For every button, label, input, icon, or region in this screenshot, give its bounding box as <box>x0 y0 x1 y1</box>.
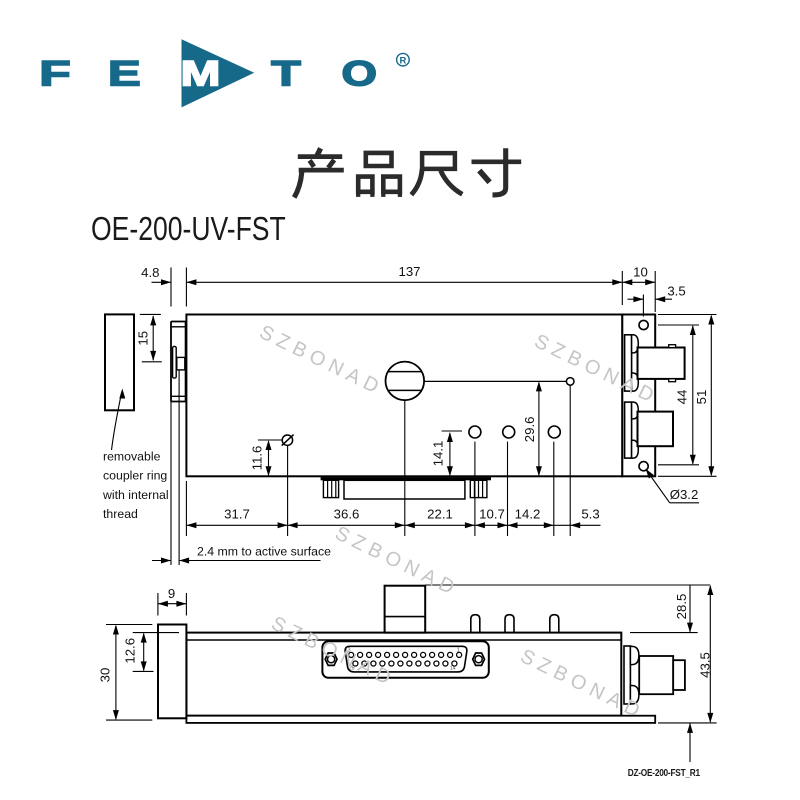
svg-text:14: 14 <box>450 666 456 672</box>
svg-text:E: E <box>108 54 141 93</box>
svg-text:13: 13 <box>345 648 351 654</box>
svg-text:OE-200-UV-FST: OE-200-UV-FST <box>91 211 286 247</box>
svg-text:25: 25 <box>349 666 355 672</box>
svg-text:with internal: with internal <box>102 488 169 502</box>
svg-text:M: M <box>181 54 221 93</box>
svg-text:10: 10 <box>633 265 648 280</box>
svg-text:DZ-OE-200-FST_R1: DZ-OE-200-FST_R1 <box>628 767 700 779</box>
svg-text:14.2: 14.2 <box>515 506 541 521</box>
svg-text:43.5: 43.5 <box>698 652 713 678</box>
svg-text:44: 44 <box>675 390 690 405</box>
svg-text:Ø3.2: Ø3.2 <box>670 487 699 502</box>
svg-text:5.3: 5.3 <box>581 506 599 521</box>
svg-text:9: 9 <box>168 586 175 601</box>
svg-text:15: 15 <box>136 331 151 346</box>
svg-text:removable: removable <box>103 450 161 464</box>
svg-text:29.6: 29.6 <box>522 417 537 443</box>
svg-text:30: 30 <box>98 668 113 683</box>
svg-text:51: 51 <box>694 390 709 405</box>
svg-text:3.5: 3.5 <box>667 284 685 299</box>
svg-text:137: 137 <box>398 264 420 279</box>
svg-text:11.6: 11.6 <box>250 446 265 471</box>
svg-text:14.1: 14.1 <box>431 441 446 467</box>
svg-text:28.5: 28.5 <box>674 594 689 620</box>
svg-text:T: T <box>271 54 301 93</box>
svg-text:12.6: 12.6 <box>123 638 138 664</box>
svg-text:22.1: 22.1 <box>427 506 453 521</box>
svg-text:10.7: 10.7 <box>479 506 505 521</box>
svg-text:1: 1 <box>457 648 460 654</box>
svg-text:O: O <box>342 53 377 93</box>
svg-text:31.7: 31.7 <box>224 506 250 521</box>
svg-text:36.6: 36.6 <box>334 506 360 521</box>
svg-text:coupler ring: coupler ring <box>103 469 167 483</box>
svg-text:2.4 mm to active surface: 2.4 mm to active surface <box>197 545 331 559</box>
svg-text:R: R <box>399 55 406 66</box>
svg-text:thread: thread <box>103 507 138 521</box>
svg-text:F: F <box>39 54 70 93</box>
svg-text:4.8: 4.8 <box>141 265 159 280</box>
